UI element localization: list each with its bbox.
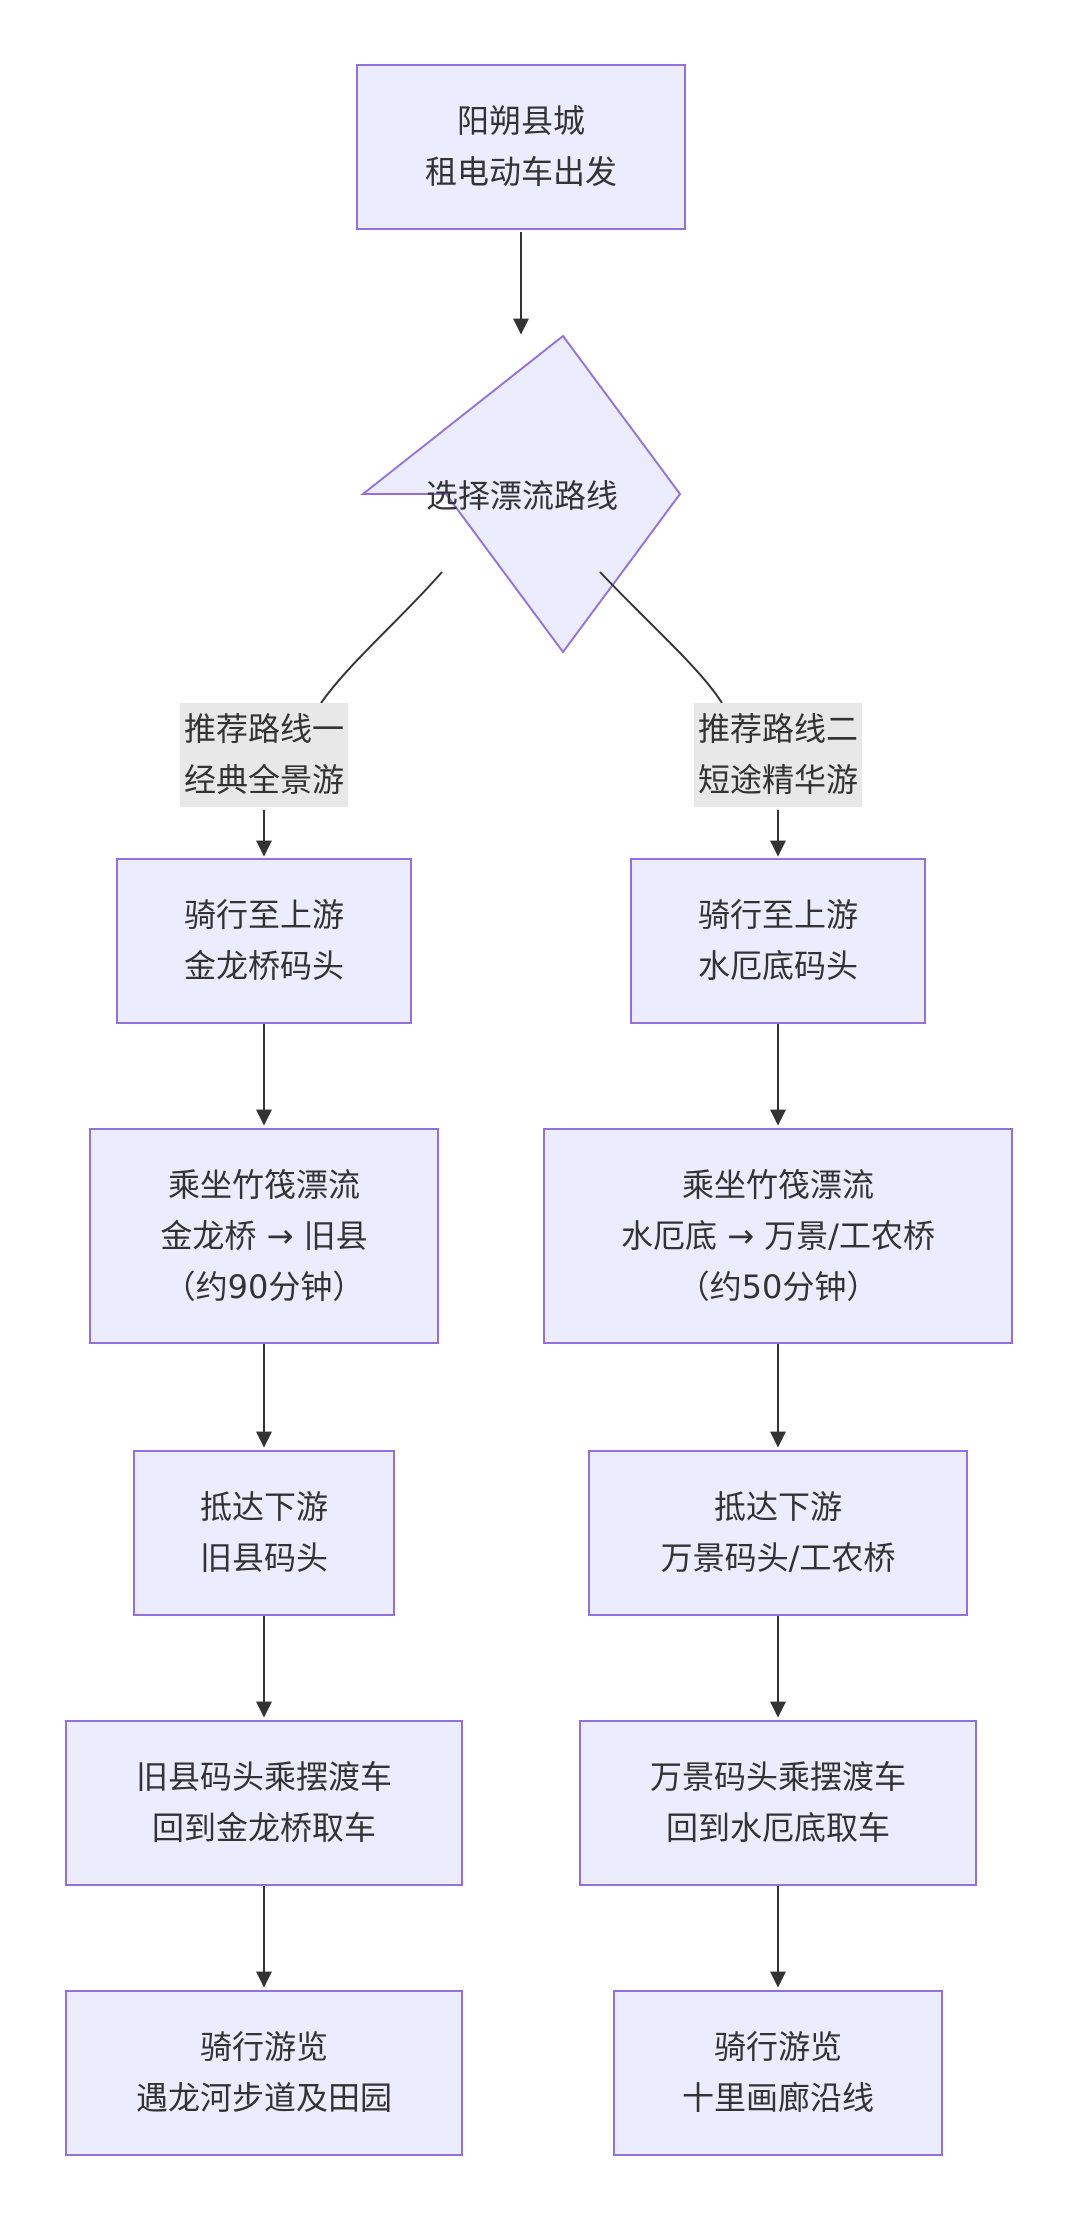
edge-decision-to-route-one-label [320,571,443,704]
route-two-step-1-line-2: 水厄底码头 [697,947,858,985]
route-two-label-line-1: 推荐路线二 [697,710,858,748]
route-one-label: 推荐路线一 经典全景游 [180,703,348,807]
edge-decision-to-route-two-label [599,571,723,704]
route-one-step-4: 旧县码头乘摆渡车 回到金龙桥取车 [65,1720,463,1886]
route-two-step-1-line-1: 骑行至上游 [697,896,858,934]
decision-label: 选择漂流路线 [425,477,618,515]
start-node-line-1: 阳朔县城 [456,102,585,140]
route-two-step-3-line-2: 万景码头/工农桥 [660,1539,896,1577]
route-one-step-2-line-3: （约90分钟） [163,1267,365,1306]
route-two-step-2-line-3: （约50分钟） [677,1267,879,1306]
route-one-step-3: 抵达下游 旧县码头 [133,1450,395,1616]
start-node: 阳朔县城 租电动车出发 [356,64,686,230]
route-two-step-5-line-2: 十里画廊沿线 [681,2079,874,2117]
route-two-step-3: 抵达下游 万景码头/工农桥 [588,1450,968,1616]
route-one-step-5-line-1: 骑行游览 [199,2028,328,2066]
route-two-step-5: 骑行游览 十里画廊沿线 [613,1990,943,2156]
route-two-step-2-line-2: 水厄底 → 万景/工农桥 [621,1216,935,1255]
route-two-step-4-line-2: 回到水厄底取车 [665,1809,890,1847]
route-one-label-line-2: 经典全景游 [183,761,344,799]
route-one-step-4-line-2: 回到金龙桥取车 [151,1809,376,1847]
route-one-step-1: 骑行至上游 金龙桥码头 [116,858,412,1024]
route-two-step-4-line-1: 万景码头乘摆渡车 [649,1758,906,1796]
route-two-step-2-line-1: 乘坐竹筏漂流 [681,1165,874,1204]
route-one-step-2-line-2: 金龙桥 → 旧县 [160,1216,368,1255]
route-one-step-1-line-2: 金龙桥码头 [183,947,344,985]
route-two-step-5-line-1: 骑行游览 [713,2028,842,2066]
route-two-step-1: 骑行至上游 水厄底码头 [630,858,926,1024]
route-two-label-line-2: 短途精华游 [697,761,858,799]
route-one-step-3-line-1: 抵达下游 [199,1488,328,1526]
route-one-step-2-line-1: 乘坐竹筏漂流 [167,1165,360,1204]
route-one-step-5: 骑行游览 遇龙河步道及田园 [65,1990,463,2156]
route-one-step-3-line-2: 旧县码头 [199,1539,328,1577]
route-one-step-2: 乘坐竹筏漂流 金龙桥 → 旧县 （约90分钟） [89,1128,439,1344]
route-one-step-1-line-1: 骑行至上游 [183,896,344,934]
route-two-step-3-line-1: 抵达下游 [713,1488,842,1526]
route-two-label: 推荐路线二 短途精华游 [694,703,862,807]
route-two-step-2: 乘坐竹筏漂流 水厄底 → 万景/工农桥 （约50分钟） [543,1128,1013,1344]
route-one-step-5-line-2: 遇龙河步道及田园 [135,2079,392,2117]
route-one-label-line-1: 推荐路线一 [183,710,344,748]
route-two-step-4: 万景码头乘摆渡车 回到水厄底取车 [579,1720,977,1886]
start-node-line-2: 租电动车出发 [424,153,617,191]
route-one-step-4-line-1: 旧县码头乘摆渡车 [135,1758,392,1796]
